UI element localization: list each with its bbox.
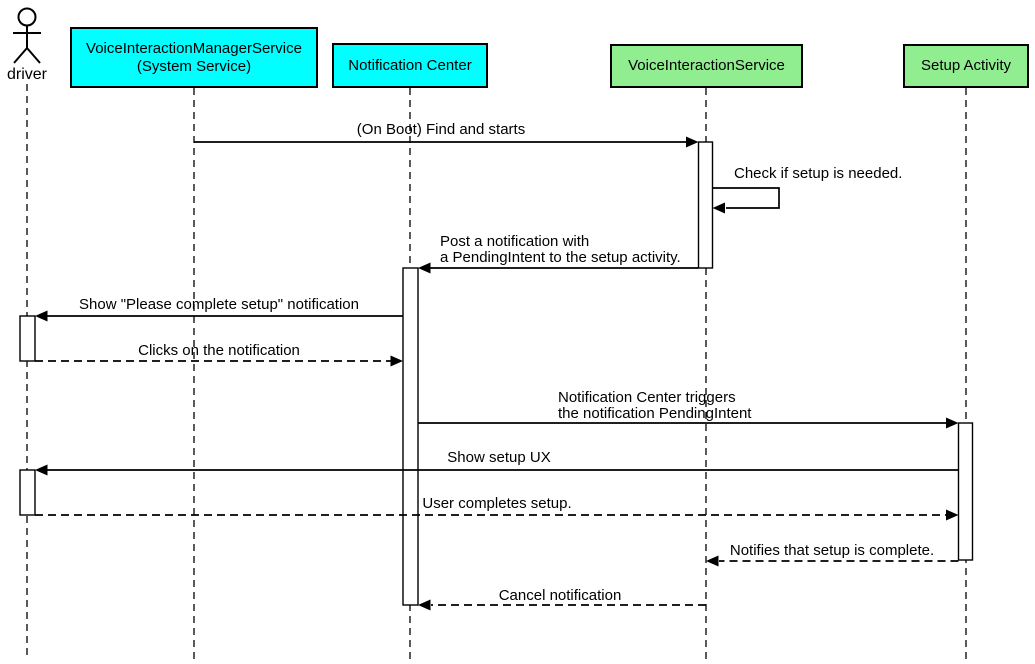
arrow-check-if-setup-needed <box>712 187 780 209</box>
arrowhead-notifies-setup-complete <box>706 555 719 567</box>
arrowhead-show-setup-ux <box>35 464 48 476</box>
message-label-check-if-setup-needed: Check if setup is needed. <box>734 165 903 182</box>
arrowhead-clicks-notification <box>390 355 403 367</box>
driver-actor-icon <box>13 7 41 64</box>
participant-voiceinteractionservice: VoiceInteractionService <box>610 44 803 88</box>
message-label-clicks-notification: Clicks on the notification <box>138 342 300 359</box>
message-label-notifies-setup-complete: Notifies that setup is complete. <box>729 542 935 559</box>
message-label-triggers-pendingintent: Notification Center triggers the notific… <box>558 389 752 422</box>
message-label-user-completes-setup: User completes setup. <box>422 495 572 512</box>
activation-bar-sa <box>957 422 974 561</box>
arrowhead-triggers-pendingintent <box>946 417 959 429</box>
participant-driver-label: driver <box>6 66 48 83</box>
participant-notification-center: Notification Center <box>332 43 488 88</box>
participant-setup-activity: Setup Activity <box>903 44 1029 88</box>
arrowhead-show-setup-notification <box>35 310 48 322</box>
lifelines <box>26 84 967 660</box>
message-label-show-setup-ux: Show setup UX <box>447 449 551 466</box>
arrowhead-cancel-notification <box>418 599 431 611</box>
message-arrows <box>35 136 959 611</box>
arrowhead-on-boot <box>686 136 699 148</box>
participant-voiceinteractionmanagerservice: VoiceInteractionManagerService (System S… <box>70 27 318 88</box>
arrowhead-check-setup <box>712 202 725 214</box>
activation-bar-driver-1 <box>19 315 36 362</box>
arrowhead-post-notification <box>418 262 431 274</box>
arrowhead-user-completes-setup <box>946 509 959 521</box>
message-label-post-notification: Post a notification with a PendingIntent… <box>440 233 681 266</box>
activation-bar-vis <box>697 141 714 269</box>
message-label-on-boot-find-and-starts: (On Boot) Find and starts <box>356 121 526 138</box>
message-label-show-setup-notification: Show "Please complete setup" notificatio… <box>79 296 359 313</box>
activation-bar-driver-2 <box>19 469 36 516</box>
activation-bars <box>19 141 974 606</box>
activation-bar-nc <box>402 267 419 606</box>
message-label-cancel-notification: Cancel notification <box>498 587 622 604</box>
